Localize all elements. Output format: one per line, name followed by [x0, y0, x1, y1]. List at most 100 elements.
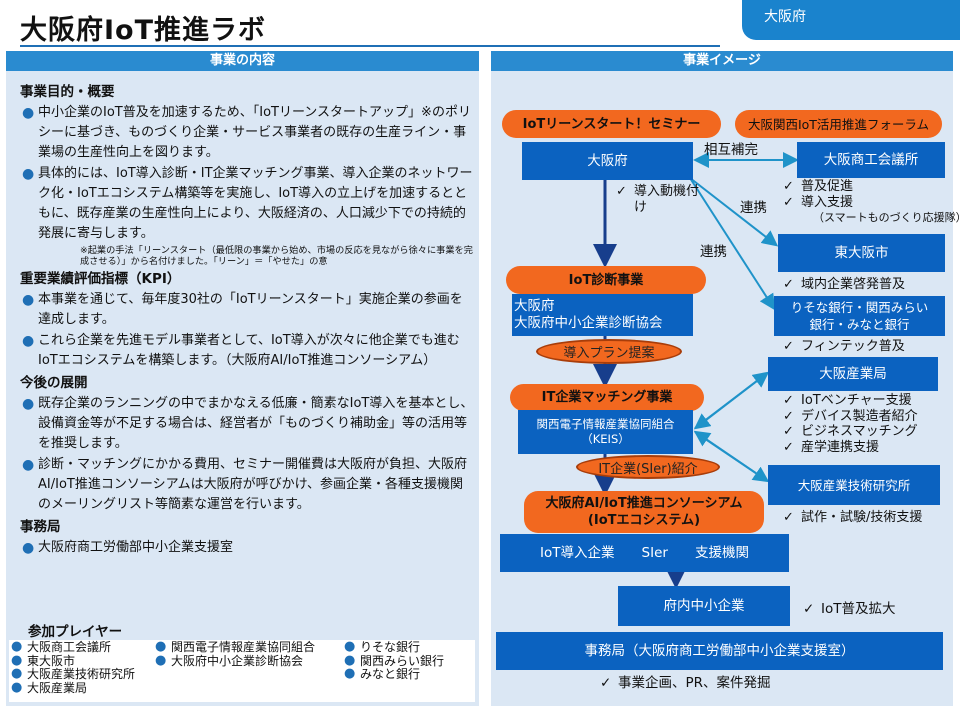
participants-col-1: ●大阪商工会議所 ●東大阪市 ●大阪産業技術研究所 ●大阪産業局: [11, 639, 136, 695]
seminar-box: IoTリーンスタート！セミナー: [502, 110, 721, 138]
bullet-icon: ●: [11, 679, 23, 695]
title-underline: [20, 45, 720, 47]
check-item: ✓導入動機付け: [616, 184, 700, 215]
secretariat-check: ✓事業企画、PR、案件発掘: [600, 675, 771, 692]
participants-col-3: ●りそな銀行 ●関西みらい銀行 ●みなと銀行: [344, 639, 445, 682]
plan-proposal-oval: 導入プラン提案: [536, 339, 682, 364]
check-item: ✓IoTベンチャー支援: [783, 393, 912, 408]
check-icon: ✓: [783, 408, 794, 424]
check-icon: ✓: [783, 393, 794, 408]
check-icon: ✓: [783, 339, 794, 354]
higashiosaka-check: ✓域内企業啓発普及: [783, 277, 905, 293]
bullet-icon: ●: [11, 666, 23, 681]
tech-check: ✓試作・試験/技術支援: [783, 510, 922, 526]
participants-col-2: ●関西電子情報産業協同組合 ●大阪府中小企業診断協会: [155, 639, 316, 668]
banks-check: ✓フィンテック普及: [783, 339, 905, 355]
check-icon: ✓: [783, 194, 794, 210]
bullet-icon: ●: [22, 333, 35, 349]
check-item: ✓ビジネスマッチング: [783, 424, 918, 439]
check-item: （スマートものづくり応援隊）: [813, 211, 960, 224]
consortium-box: 大阪府AI/IoT推進コンソーシアム(IoTエコシステム): [524, 491, 764, 533]
industry-bureau-box: 大阪産業局: [768, 357, 938, 391]
tech-institute-box: 大阪産業技術研究所: [768, 465, 940, 505]
check-item: ✓デバイス製造者紹介: [783, 408, 918, 424]
participants-box: ●大阪商工会議所 ●東大阪市 ●大阪産業技術研究所 ●大阪産業局 ●関西電子情報…: [9, 640, 475, 702]
bullet-icon: ●: [344, 652, 356, 668]
business-content: 事業目的・概要 ●中小企業のIoT普及を加速するため、「IoTリーンスタートアッ…: [20, 80, 475, 559]
check-item: ✓試作・試験/技術支援: [783, 510, 923, 525]
link-label: 連携: [740, 200, 767, 216]
diagnosis-box: IoT診断事業: [506, 266, 706, 294]
bullet-icon: ●: [11, 652, 23, 668]
forum-box: 大阪関西IoT活用推進フォーラム: [735, 110, 942, 138]
page-title: 大阪府IoT推進ラボ: [20, 15, 267, 46]
purpose-title: 事業目的・概要: [20, 84, 115, 100]
banks-box: りそな銀行・関西みらい銀行・みなと銀行: [774, 296, 945, 336]
list-item: ●本事業を通じて、毎年度30社の「IoTリーンスタート」実施企業の参画を達成しま…: [22, 292, 463, 327]
bullet-icon: ●: [155, 639, 167, 654]
list-item: ●大阪府商工労働部中小企業支援室: [22, 540, 234, 556]
list-item: ●これら企業を先進モデル事業者として、IoT導入が次々に他企業でも進むIoTエコ…: [22, 333, 460, 368]
induce-check: ✓導入動機付け: [616, 184, 708, 215]
bullet-icon: ●: [344, 666, 356, 681]
check-item: ✓IoT普及拡大: [803, 601, 896, 617]
osaka-cci-box: 大阪商工会議所: [797, 142, 945, 178]
mutual-label: 相互補完: [704, 142, 758, 158]
bullet-icon: ●: [344, 639, 356, 654]
participants-title: 参加プレイヤー: [28, 624, 123, 640]
bullet-icon: ●: [22, 105, 35, 121]
future-title: 今後の展開: [20, 375, 88, 391]
arrow-link: [693, 430, 767, 481]
list-item: ●中小企業のIoT普及を加速するため、「IoTリーンスタートアップ」※のポリシー…: [22, 105, 471, 160]
check-item: ✓普及促進: [783, 179, 854, 194]
keis-box: 関西電子情報産業協同組合 （KEIS）: [518, 410, 693, 454]
list-item: ●東大阪市: [11, 652, 76, 668]
list-item: ●大阪府中小企業診断協会: [155, 652, 304, 668]
sme-box: 府内中小企業: [618, 586, 790, 626]
left-panel: [6, 51, 479, 706]
bullet-icon: ●: [155, 652, 167, 668]
list-item: ●診断・マッチングにかかる費用、セミナー開催費は大阪府が負担、大阪府AI/IoT…: [22, 457, 468, 512]
higashiosaka-box: 東大阪市: [778, 234, 945, 272]
office-title: 事務局: [20, 519, 61, 535]
bullet-icon: ●: [22, 292, 35, 308]
left-panel-heading: 事業の内容: [6, 51, 479, 71]
footnote: ※起業の手法「リーンスタート（最低限の事業から始め、市場の反応を見ながら徐々に事…: [80, 245, 473, 267]
list-item: ●大阪産業技術研究所: [11, 666, 136, 681]
list-item: ●大阪商工会議所: [11, 639, 112, 654]
sier-intro-oval: IT企業(SIer)紹介: [576, 455, 720, 479]
link-label: 連携: [700, 244, 727, 260]
secretariat-bar: 事務局（大阪府商工労働部中小企業支援室）: [496, 632, 943, 670]
check-item: ✓域内企業啓発普及: [783, 277, 906, 292]
list-item: ●関西電子情報産業協同組合: [155, 639, 316, 654]
purpose-list: ●中小企業のIoT普及を加速するため、「IoTリーンスタートアップ」※のポリシー…: [20, 103, 475, 244]
bullet-icon: ●: [22, 166, 35, 182]
cci-checks: ✓普及促進 ✓導入支援 （スマートものづくり応援隊）: [783, 179, 960, 226]
region-tag: 大阪府: [742, 0, 960, 40]
check-icon: ✓: [783, 424, 794, 439]
check-icon: ✓: [783, 439, 794, 455]
check-item: ✓事業企画、PR、案件発掘: [600, 675, 771, 691]
office-list: ●大阪府商工労働部中小企業支援室: [20, 538, 475, 558]
arrow-link: [693, 373, 767, 430]
check-icon: ✓: [783, 179, 794, 194]
diagnosis-org-box: 大阪府 大阪府中小企業診断協会: [512, 294, 693, 336]
kpi-title: 重要業績評価指標（KPI）: [20, 271, 181, 287]
bullet-icon: ●: [22, 457, 35, 473]
list-item: ●りそな銀行: [344, 639, 421, 654]
osaka-pref-box: 大阪府: [522, 142, 693, 180]
kpi-list: ●本事業を通じて、毎年度30社の「IoTリーンスタート」実施企業の参画を達成しま…: [20, 290, 475, 371]
list-item: ●大阪産業局: [11, 679, 88, 695]
list-item: ●関西みらい銀行: [344, 652, 445, 668]
check-icon: ✓: [783, 277, 794, 292]
list-item: ●みなと銀行: [344, 666, 421, 681]
check-icon: ✓: [600, 675, 612, 691]
check-icon: ✓: [803, 601, 815, 617]
participants-bar: IoT導入企業 SIer 支援機関: [500, 534, 789, 572]
list-item: ●既存企業のランニングの中でまかなえる低廉・簡素なIoT導入を基本とし、設備資金…: [22, 396, 474, 451]
arrow-link: [689, 177, 776, 311]
check-icon: ✓: [616, 184, 627, 199]
sme-check: ✓IoT普及拡大: [803, 601, 896, 618]
check-item: ✓フィンテック普及: [783, 339, 905, 354]
